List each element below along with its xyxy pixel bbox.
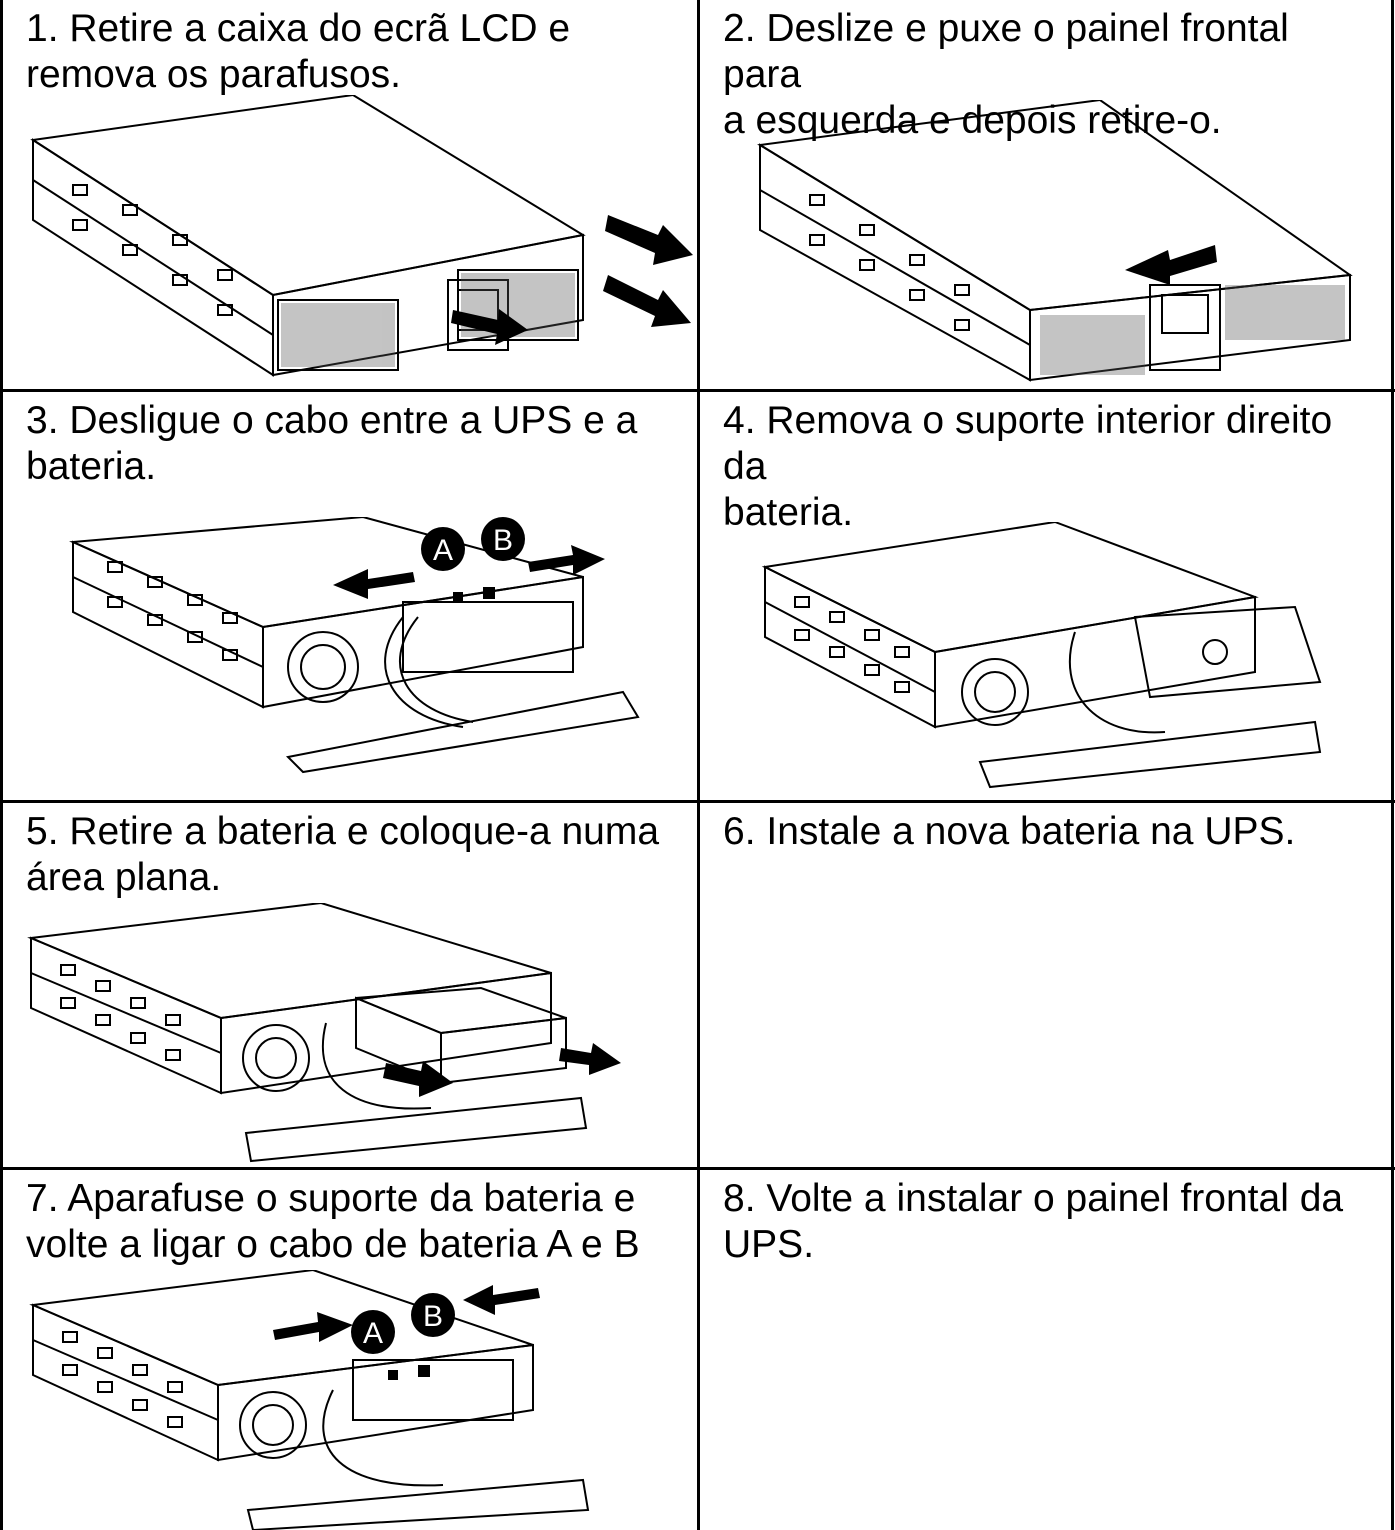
ups-reconnect-cable-icon: A B [23,1270,643,1530]
step-cell-4: 4. Remova o suporte interior direito da … [700,392,1391,800]
ups-remove-lcd-screws-icon [23,95,693,385]
callout-b: B [493,524,513,557]
table-row-divider [0,800,1395,803]
callout-b: B [423,1300,443,1333]
table-divider-center [697,0,700,1530]
step-cell-1: 1. Retire a caixa do ecrã LCD e remova o… [3,0,697,389]
ups-slide-front-panel-icon [750,100,1360,385]
step-cell-2: 2. Deslize e puxe o painel frontal para … [700,0,1391,389]
table-row-divider [0,1167,1395,1170]
step-caption: 1. Retire a caixa do ecrã LCD e remova o… [26,7,571,96]
step-cell-3: 3. Desligue o cabo entre a UPS e a bater… [3,392,697,800]
table-border-left [0,0,3,1530]
table-border-right [1391,0,1394,1530]
step-caption: 2. Deslize e puxe o painel frontal para … [723,7,1289,142]
callout-a: A [433,534,453,567]
ups-remove-bracket-icon [755,522,1375,797]
step-caption: 4. Remova o suporte interior direito da … [723,399,1333,534]
ups-pull-battery-icon [21,903,661,1165]
ups-disconnect-cable-icon: A B [63,517,663,797]
step-cell-7: 7. Aparafuse o suporte da bateria e volt… [3,1170,697,1530]
step-caption: 7. Aparafuse o suporte da bateria e volt… [26,1177,640,1266]
step-cell-6: 6. Instale a nova bateria na UPS. [700,803,1391,1167]
table-row-divider [0,389,1395,392]
step-cell-5: 5. Retire a bateria e coloque-a numa áre… [3,803,697,1167]
callout-a: A [363,1317,383,1350]
step-cell-8: 8. Volte a instalar o painel frontal da … [700,1170,1391,1530]
step-caption: 6. Instale a nova bateria na UPS. [723,810,1296,853]
step-caption: 5. Retire a bateria e coloque-a numa áre… [26,810,660,899]
step-caption: 3. Desligue o cabo entre a UPS e a bater… [26,399,638,488]
step-caption: 8. Volte a instalar o painel frontal da … [723,1177,1344,1266]
